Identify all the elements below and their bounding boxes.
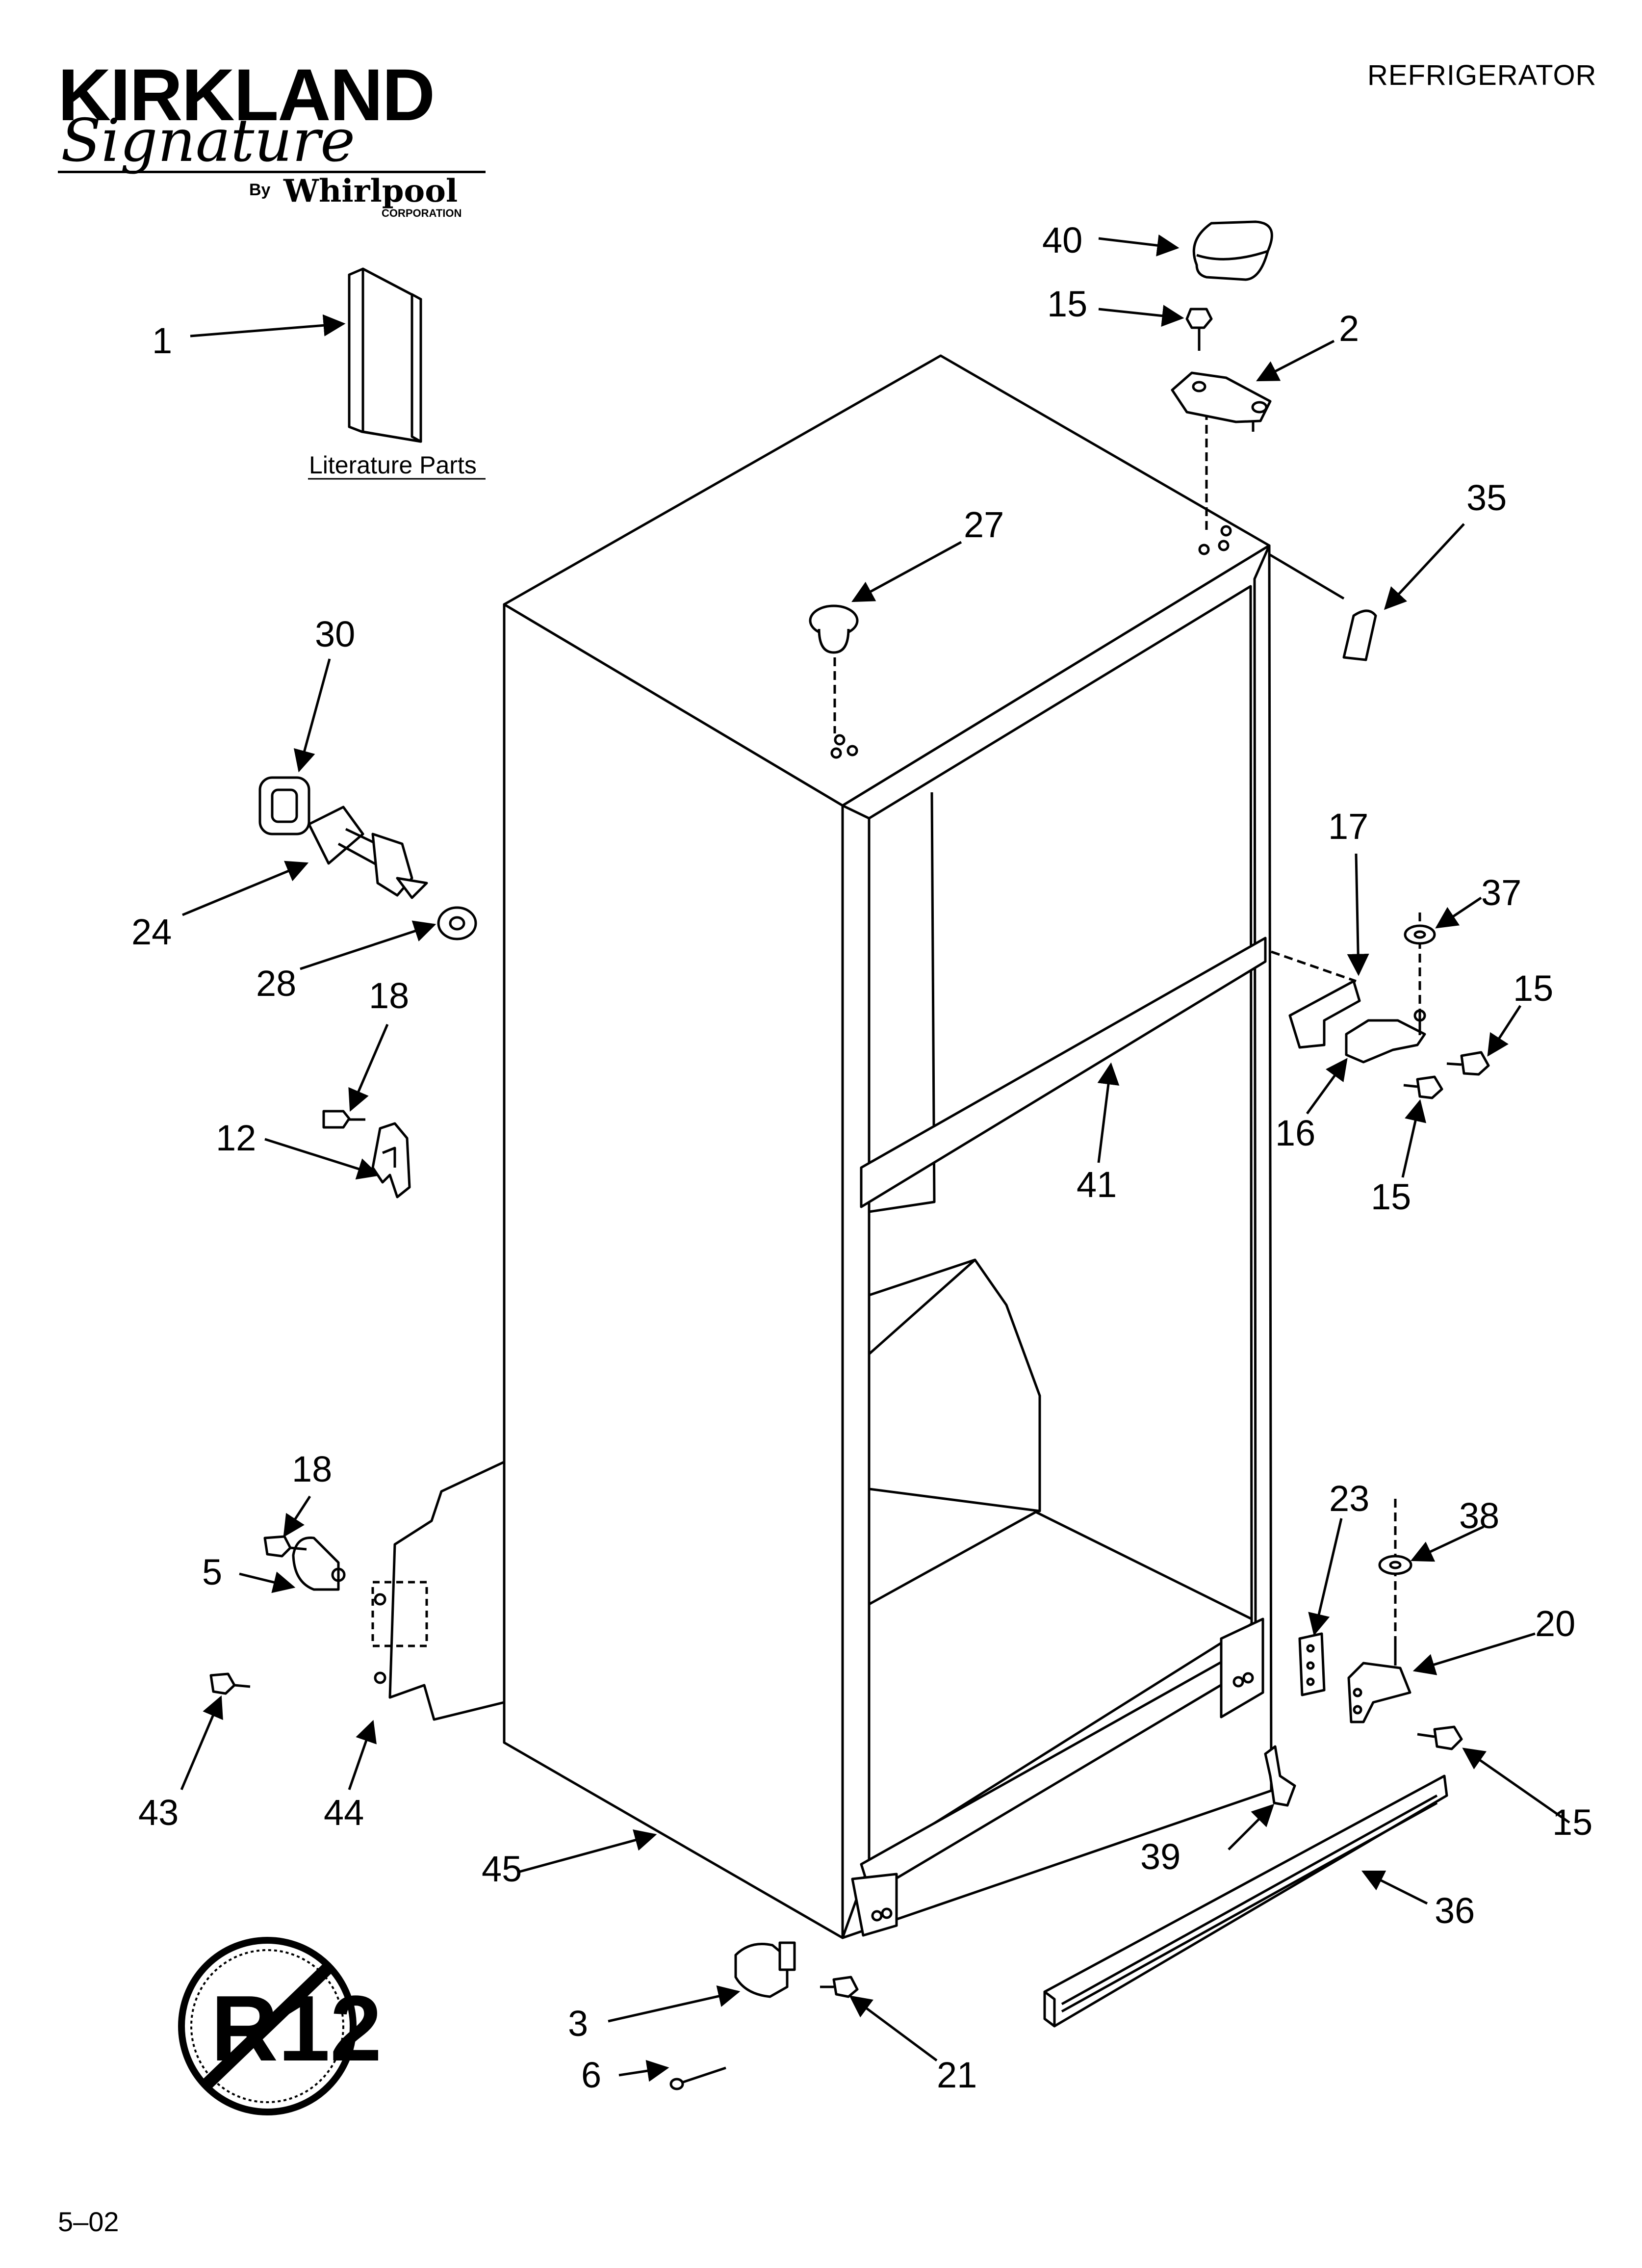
toe-grille-icon [1043,1774,1448,2028]
leader-lines [180,234,1570,2082]
logo-maker-suffix: CORPORATION [382,207,462,219]
handle-shaft-icon [308,806,428,899]
callout-41: 41 [1077,1164,1117,1205]
callout-5: 5 [202,1552,222,1592]
callout-17: 17 [1328,806,1368,847]
screw-15-bottom-icon [1417,1725,1463,1750]
gasket-icon [258,776,310,835]
callout-35: 35 [1466,477,1507,518]
footer-date-code: 5–02 [58,2206,119,2237]
callout-43: 43 [138,1792,179,1833]
no-r12-badge: R12 [178,1937,382,2115]
callout-labels: 1 2 3 5 6 12 15 15 15 15 16 17 18 18 20 … [131,220,1592,2095]
callout-18-lower: 18 [292,1449,332,1489]
logo-by-text: By [249,181,271,199]
callout-37: 37 [1481,872,1521,913]
top-plug-icon [809,604,859,654]
callout-23: 23 [1329,1478,1369,1519]
callout-24: 24 [131,912,172,952]
hinge-plug-icon [1268,553,1377,661]
callout-18-upper: 18 [369,975,409,1016]
top-hinge-icon [1171,371,1272,432]
callout-44: 44 [324,1792,364,1833]
refrigerator-cabinet [371,354,1421,1939]
washer-icon [437,906,477,940]
callout-39: 39 [1140,1836,1180,1877]
logo-maker-text: Whirlpool [283,173,458,209]
callout-20: 20 [1535,1603,1575,1644]
callout-28: 28 [256,963,296,1004]
screw-15-right-icon [1446,1051,1490,1076]
callout-45: 45 [482,1849,522,1889]
pin-icon [669,2066,726,2090]
literature-parts-label: Literature Parts [309,451,477,479]
callout-30: 30 [315,614,355,654]
callout-40: 40 [1042,220,1082,261]
hinge-screw-icon [1185,308,1213,351]
bottom-hinge-icon [1347,1639,1411,1723]
washer-37-icon [1404,924,1436,945]
screw-icon [322,1110,365,1129]
logo-rule [58,171,486,173]
hinge-cover-icon [1192,220,1273,281]
callout-36: 36 [1435,1890,1475,1931]
callout-1: 1 [152,320,172,361]
callout-6: 6 [581,2055,601,2095]
callout-27: 27 [964,504,1004,545]
clip-39-icon [1264,1745,1296,1807]
callout-16: 16 [1275,1113,1315,1153]
screw-15-center-icon [1403,1075,1443,1099]
washer-38-icon [1378,1555,1412,1575]
callout-15-top: 15 [1047,284,1087,324]
door-stop-icon [371,1122,411,1199]
logo-brand-text: KIRKLAND [58,53,435,136]
callout-2: 2 [1339,308,1359,349]
callout-15-right: 15 [1513,968,1553,1009]
callout-15-center: 15 [1371,1176,1411,1217]
callout-38: 38 [1459,1495,1499,1536]
callout-21: 21 [937,2055,977,2095]
literature-book-icon [348,267,422,443]
callout-15-bottom: 15 [1552,1802,1592,1843]
screw-43-icon [209,1672,251,1695]
bracket-5-icon [292,1536,346,1591]
callout-12: 12 [216,1118,256,1158]
screw-18-lower-icon [263,1535,307,1558]
callout-3: 3 [568,2003,588,2044]
shim-icon [1298,1632,1326,1696]
brand-logo: KIRKLAND Signature By Whirlpool CORPORAT… [58,58,489,225]
logo-script-text: Signature [61,107,356,175]
roller-bracket-icon [734,1941,796,1998]
center-hinge-icon [1288,980,1426,1064]
page-title: REFRIGERATOR [1367,59,1597,91]
screw-21-icon [820,1976,859,1998]
